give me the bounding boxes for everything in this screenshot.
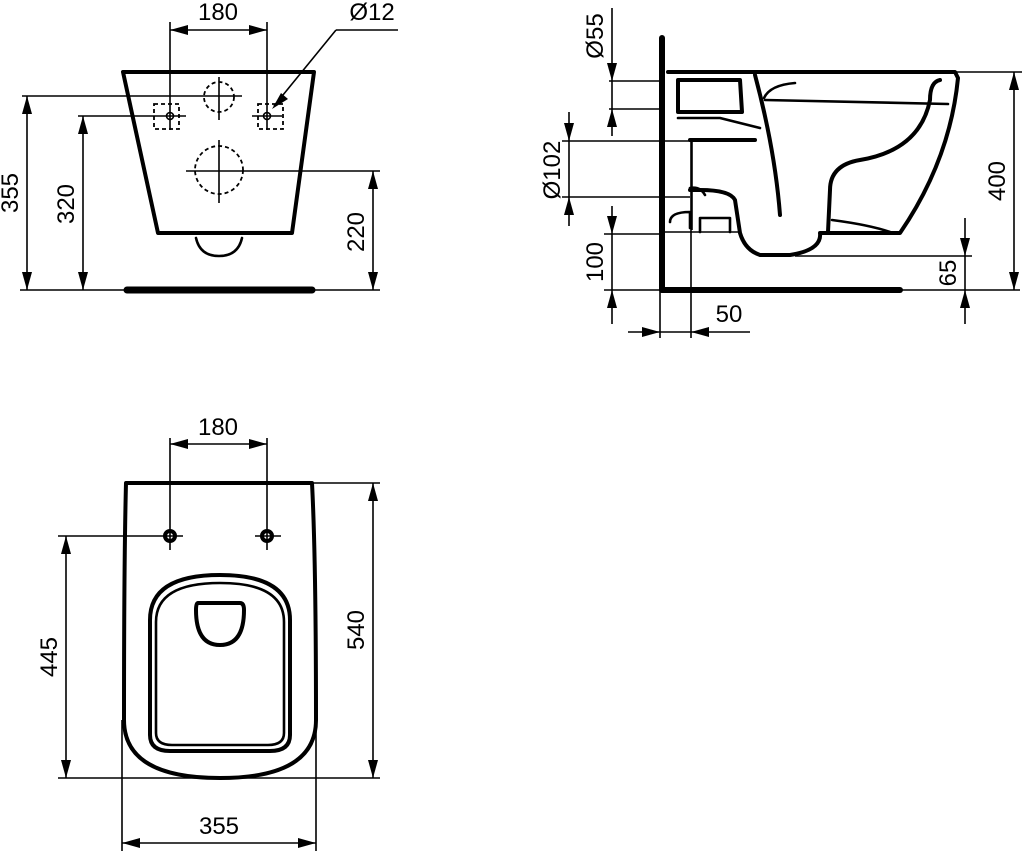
bowl-inner <box>753 73 782 217</box>
rear-view-spigot <box>194 236 244 258</box>
rear-fixing-centers-label: 180 <box>198 0 238 26</box>
outlet-diameter-label: Ø102 <box>539 141 566 200</box>
overall-width-label: 355 <box>199 813 239 840</box>
rear-outlet-height-label: 220 <box>343 212 370 252</box>
fixing-to-front-label: 445 <box>36 637 63 677</box>
rear-view: 180 Ø12 355 320 220 <box>0 0 398 294</box>
overall-length-label: 540 <box>343 610 370 650</box>
underside-clearance-label: 65 <box>935 260 962 287</box>
seat-outline <box>148 573 292 753</box>
bowl-outline <box>666 70 960 257</box>
seat-inner <box>154 581 286 747</box>
side-overall-height-label: 400 <box>984 161 1011 201</box>
rear-fixing-hole-label: Ø12 <box>349 0 394 26</box>
outlet-bottom-height-label: 100 <box>582 242 609 282</box>
inlet-diameter-label: Ø55 <box>582 13 609 58</box>
rear-view-body-outline <box>121 70 316 235</box>
rear-fixing-height-label: 320 <box>53 184 80 224</box>
side-view: Ø55 Ø102 100 50 65 400 <box>539 8 1022 338</box>
bowl-opening <box>194 601 246 647</box>
top-fixing-centers-label: 180 <box>198 414 238 441</box>
wall-offset-label: 50 <box>716 301 743 328</box>
top-view-outline <box>122 481 318 780</box>
top-view: 180 445 540 355 <box>36 414 380 851</box>
rear-overall-height-label: 355 <box>0 173 24 213</box>
